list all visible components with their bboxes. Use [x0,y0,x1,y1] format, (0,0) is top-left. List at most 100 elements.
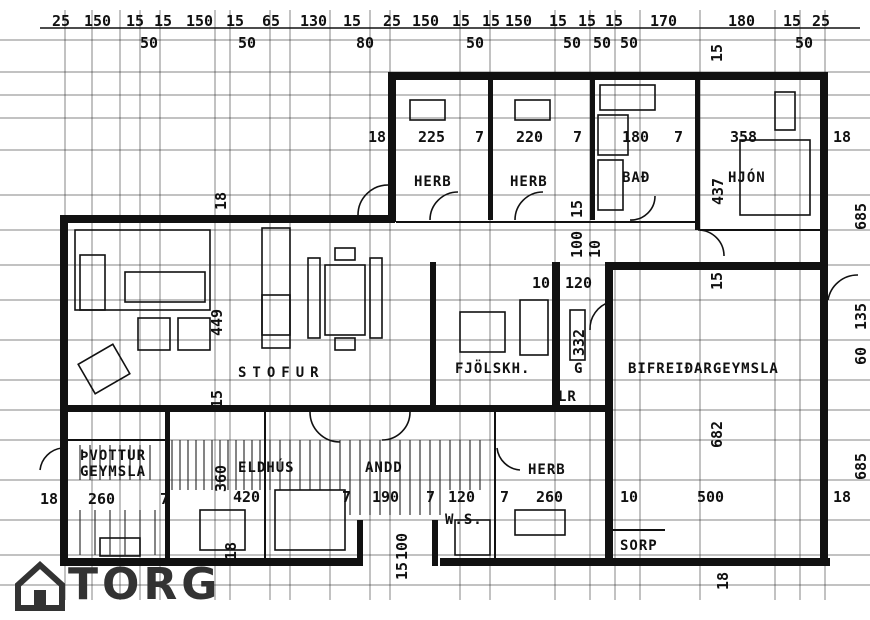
top-dim: 25 [383,12,401,30]
top-dim: 25 [52,12,70,30]
top-dim: 50 [593,34,611,52]
furniture [74,84,811,557]
dimension-label: 420 [233,488,260,506]
dimension-label: 7 [674,128,683,146]
top-dim: 180 [728,12,755,30]
dimension-label: 7 [426,488,435,506]
partitions [68,221,820,558]
walls [60,72,830,566]
top-dim: 150 [412,12,439,30]
room-label-bifreidargeymsla: BIFREIÐARGEYMSLA [628,361,779,377]
top-dim: 15 [343,12,361,30]
room-label-lr: LR [558,389,577,405]
dimension-label: 120 [448,488,475,506]
top-dim: 15 [605,12,623,30]
room-label-sorp: SORP [620,538,658,554]
dimension-label: 18 [222,542,240,560]
dimension-label: 15 [708,44,726,62]
top-dim: 50 [563,34,581,52]
dimension-label: 100 [393,533,411,560]
room-label-geymsla: GEYMSLA [80,464,146,480]
top-dim: 65 [262,12,280,30]
dimension-label: 100 [568,231,586,258]
room-label-herb-2: HERB [510,174,548,190]
dimension-label: 10 [620,488,638,506]
top-dim: 50 [795,34,813,52]
dimension-label: 18 [368,128,386,146]
dimension-label: 260 [88,490,115,508]
room-label-thvottur: ÞVOTTUR [80,448,146,464]
floor-hatching [79,440,481,555]
dimension-label: 18 [714,572,732,590]
dimension-label: 18 [40,490,58,508]
dimension-label: 15 [568,200,586,218]
dimension-label: 135 [852,303,870,330]
top-dim: 150 [84,12,111,30]
top-dim: 50 [140,34,158,52]
room-label-herb-1: HERB [414,174,452,190]
dimension-label: 120 [565,274,592,292]
top-dim: 15 [578,12,596,30]
top-dimension-row: 25 150 15 15 150 15 65 130 15 25 150 15 … [52,12,830,52]
top-dim: 50 [620,34,638,52]
dimension-label: 7 [573,128,582,146]
dimension-label: 10 [532,274,550,292]
top-dim: 15 [452,12,470,30]
top-dim: 80 [356,34,374,52]
room-label-hjon: HJÓN [728,168,766,186]
dimension-label: 225 [418,128,445,146]
dimension-label: 15 [708,272,726,290]
door-swings [39,184,859,471]
top-dim: 15 [549,12,567,30]
dimension-label: 18 [212,192,230,210]
top-dim: 130 [300,12,327,30]
dimension-label: 437 [709,178,727,205]
top-dim: 15 [783,12,801,30]
logo-wordmark: TORG [68,559,222,610]
top-dim: 15 [154,12,172,30]
room-label-herb-3: HERB [528,462,566,478]
room-labels: HERB HERB BAÐ HJÓN STOFUR FJÖLSKH. G LR … [80,168,779,554]
top-dim: 150 [505,12,532,30]
dimension-label: 500 [697,488,724,506]
dimension-label: 7 [475,128,484,146]
dimension-label: 449 [208,309,226,336]
dimension-label: 220 [516,128,543,146]
dimension-label: 332 [570,329,588,356]
dimension-label: 18 [833,128,851,146]
dimension-label: 7 [160,490,169,508]
room-label-g: G [574,361,583,377]
top-dim: 50 [238,34,256,52]
room-label-stofur: STOFUR [238,365,325,381]
dimension-label: 18 [833,488,851,506]
dimension-label: 685 [852,453,870,480]
dimension-label: 15 [393,562,411,580]
interior-dimensions: 18 225 7 220 7 180 7 358 18 437 685 15 1… [40,44,870,590]
room-label-andd: ANDD [365,460,403,476]
top-dim: 150 [186,12,213,30]
top-dim: 15 [126,12,144,30]
dimension-label: 682 [708,421,726,448]
dimension-label: 685 [852,203,870,230]
dimension-label: 15 [208,390,226,408]
room-label-fjolskh: FJÖLSKH. [455,359,530,377]
dimension-label: 10 [586,240,604,258]
dimension-label: 360 [212,465,230,492]
top-dim: 15 [226,12,244,30]
logo-mark [15,560,65,611]
dimension-label: 7 [342,488,351,506]
dimension-label: 60 [852,347,870,365]
top-dim: 25 [812,12,830,30]
dimension-label: 358 [730,128,757,146]
dimension-label: 7 [500,488,509,506]
room-label-bad: BAÐ [622,170,650,186]
room-label-eldhus: ELDHÚS [238,458,295,476]
room-label-ws: W.S. [445,512,483,528]
dimension-label: 260 [536,488,563,506]
dimension-label: 190 [372,488,399,506]
dimension-label: 180 [622,128,649,146]
top-dim: 15 [482,12,500,30]
top-dim: 50 [466,34,484,52]
top-dim: 170 [650,12,677,30]
